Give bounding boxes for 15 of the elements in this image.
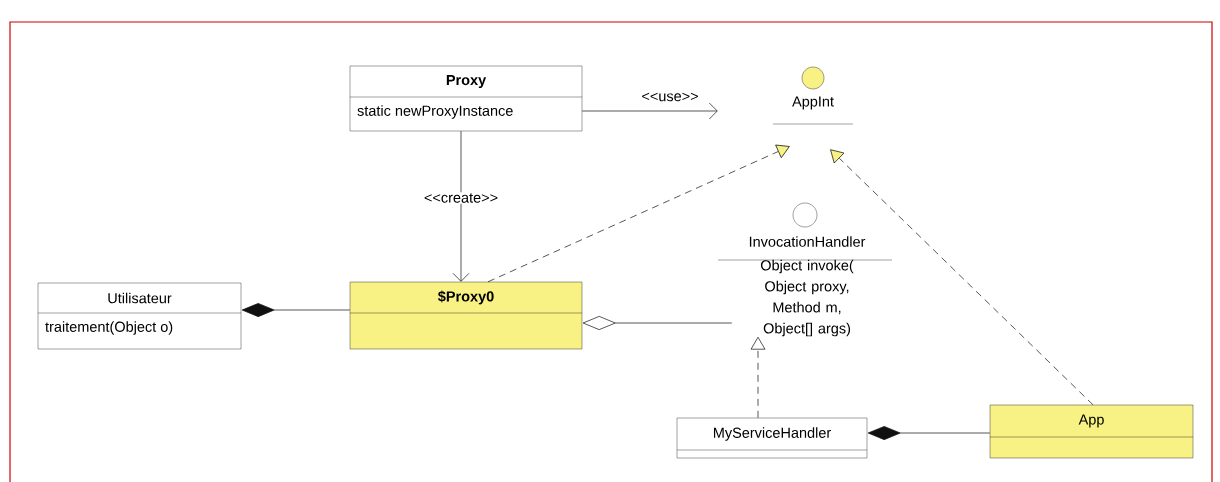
connector (581, 102, 718, 120)
connector (750, 336, 766, 419)
class-box: App (989, 404, 1194, 459)
connector (582, 316, 733, 330)
class-box: Proxy static newProxyInstance (349, 65, 583, 132)
edge-label: <<create>> (422, 192, 500, 204)
connector (241, 303, 351, 317)
connector (830, 149, 1094, 406)
connector (867, 426, 991, 440)
class-box: Utilisateur traitement(Object o) (37, 282, 242, 350)
connector (487, 144, 790, 283)
connector (452, 130, 470, 282)
class-box: MyServiceHandler (676, 417, 868, 459)
edge-label: <<use>> (640, 91, 700, 103)
class-box: $Proxy0 (349, 281, 583, 350)
